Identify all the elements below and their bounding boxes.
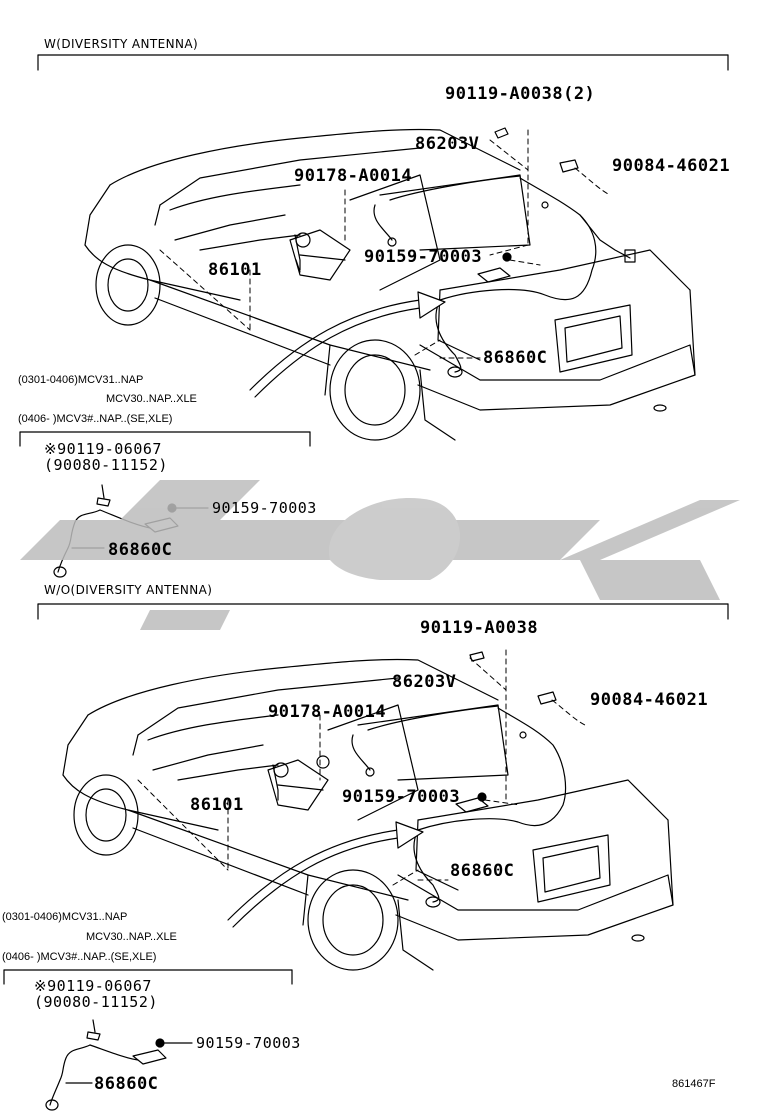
top-inset-part-90119-06067: ※90119-06067 xyxy=(44,440,162,458)
top-condition-3: (0406- )MCV3#..NAP..(SE,XLE) xyxy=(18,413,173,425)
bottom-inset-part-90119-06067: ※90119-06067 xyxy=(34,977,152,995)
top-condition-2: MCV30..NAP..XLE xyxy=(106,393,197,405)
top-section-title: W(DIVERSITY ANTENNA) xyxy=(44,37,199,51)
top-part-90159-70003: 90159-70003 xyxy=(364,247,483,267)
bottom-car-body xyxy=(62,658,674,971)
top-inset-part-86860c: 86860C xyxy=(108,540,173,560)
top-car-body xyxy=(84,128,696,441)
bottom-part-90159-70003: 90159-70003 xyxy=(342,787,461,807)
bottom-part-86860c: 86860C xyxy=(450,861,515,881)
top-section-bracket xyxy=(37,54,729,71)
bolt-icons xyxy=(469,127,579,802)
bottom-part-90119-a0038: 90119-A0038 xyxy=(420,618,539,638)
top-pointer-arrow xyxy=(249,291,446,398)
top-antenna-harness xyxy=(294,175,636,378)
bottom-part-90084-46021: 90084-46021 xyxy=(590,690,709,710)
bottom-condition-1: (0301-0406)MCV31..NAP xyxy=(2,911,128,923)
top-part-86101: 86101 xyxy=(208,260,262,280)
bottom-condition-3: (0406- )MCV3#..NAP..(SE,XLE) xyxy=(2,951,157,963)
bottom-part-90178-a0014: 90178-A0014 xyxy=(268,702,387,722)
top-part-90178-a0014: 90178-A0014 xyxy=(294,166,413,186)
bottom-part-86101: 86101 xyxy=(190,795,244,815)
watermark-logo xyxy=(20,480,740,630)
top-leader-lines xyxy=(159,129,611,359)
bottom-inset-part-90080-11152: (90080-11152) xyxy=(34,993,158,1011)
top-condition-1: (0301-0406)MCV31..NAP xyxy=(18,374,144,386)
bottom-inset-antenna xyxy=(45,1019,193,1111)
top-part-90084-46021: 90084-46021 xyxy=(612,156,731,176)
figure-number: 861467F xyxy=(672,1078,716,1090)
top-part-90119-a0038: 90119-A0038(2) xyxy=(445,84,596,104)
top-part-86860c: 86860C xyxy=(483,348,548,368)
bottom-antenna-harness xyxy=(272,705,567,908)
top-inset-part-90080-11152: (90080-11152) xyxy=(44,456,168,474)
top-inset-bracket xyxy=(19,431,311,447)
bottom-inset-bracket xyxy=(3,969,293,985)
bottom-inset-part-86860c: 86860C xyxy=(94,1074,159,1094)
top-inset-part-90159-70003: 90159-70003 xyxy=(212,499,317,517)
top-part-86203v: 86203V xyxy=(415,134,480,154)
bottom-section-bracket xyxy=(37,603,729,620)
bottom-part-86203v: 86203V xyxy=(392,672,457,692)
bottom-pointer-arrow xyxy=(227,821,424,928)
bottom-section-title: W/O(DIVERSITY ANTENNA) xyxy=(44,583,213,597)
bottom-inset-part-90159-70003: 90159-70003 xyxy=(196,1034,301,1052)
bottom-leader-lines xyxy=(137,649,586,886)
bottom-condition-2: MCV30..NAP..XLE xyxy=(86,931,177,943)
